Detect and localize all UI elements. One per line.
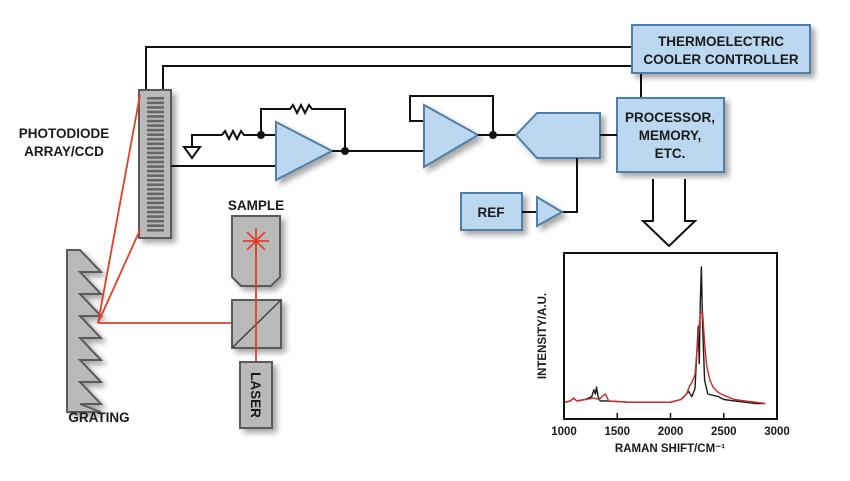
ccd-pixel	[147, 156, 164, 159]
chart-x-ticks	[616, 413, 725, 419]
ref-label: REF	[478, 205, 505, 220]
ccd-pixel	[147, 165, 164, 168]
processor-label-line1: PROCESSOR,	[625, 110, 715, 125]
reference-block: REF	[460, 192, 523, 231]
chart-frame	[563, 252, 778, 420]
ccd-pixel	[147, 197, 164, 200]
diffracted-beam-upper	[97, 94, 141, 324]
thermoelectric-cooler-controller-block: THERMOELECTRIC COOLER CONTROLLER	[631, 24, 811, 74]
ccd-pixel	[147, 206, 164, 209]
chart-x-tick-labels: 1000 1500 2000 2500 3000	[551, 426, 790, 438]
buffer-feedback-wire	[409, 95, 494, 135]
ground-symbol	[182, 134, 222, 160]
tec-label-line1: THERMOELECTRIC	[658, 34, 784, 49]
photodiode-label-line1: PHOTODIODE	[19, 126, 110, 141]
ccd-pixel	[147, 201, 164, 205]
diffraction-grating	[66, 249, 104, 413]
input-resistor	[221, 128, 276, 142]
control-wires	[145, 46, 642, 98]
buffer-amplifier	[423, 103, 481, 169]
tec-label-line2: COOLER CONTROLLER	[643, 52, 798, 67]
ccd-pixel	[147, 110, 164, 114]
ccd-pixel	[147, 183, 164, 187]
ccd-pixel	[147, 160, 164, 164]
adc-converter	[514, 112, 601, 159]
ccd-pixel	[147, 210, 164, 214]
laser-source: LASER	[239, 361, 273, 429]
ccd-pixel	[147, 151, 164, 155]
processor-memory-block: PROCESSOR, MEMORY, ETC.	[616, 97, 725, 173]
ccd-pixel	[147, 119, 164, 123]
x-tick-label: 3000	[764, 426, 790, 438]
chart-series	[564, 266, 766, 405]
ccd-pixel	[147, 133, 164, 136]
chart-y-axis-label: INTENSITY/A.U.	[537, 293, 549, 379]
feedback-resistor	[260, 102, 346, 151]
ccd-pixel	[147, 188, 164, 191]
processor-label-line3: ETC.	[655, 146, 686, 161]
x-tick-label: 1000	[551, 426, 577, 438]
reference-buffer-amplifier	[536, 195, 564, 228]
laser-beam-paths	[97, 94, 255, 324]
ccd-pixel	[147, 137, 164, 141]
x-tick-label: 2500	[711, 426, 737, 438]
wire-ccd-to-processor	[162, 65, 642, 98]
ccd-pixel	[147, 106, 164, 109]
ccd-pixel	[147, 224, 164, 227]
ccd-pixel	[147, 142, 164, 146]
ccd-pixel	[147, 147, 164, 150]
ccd-pixel	[147, 101, 164, 105]
raman-spectrum-chart: 1000 1500 2000 2500 3000 RAMAN SHIFT/CM⁻¹ IN…	[537, 252, 790, 455]
diffracted-beam-lower	[97, 229, 141, 324]
junction-node	[489, 131, 497, 139]
junction-node	[257, 131, 265, 139]
transimpedance-amplifier	[275, 120, 335, 182]
laser-label: LASER	[248, 372, 263, 418]
ccd-pixel	[147, 115, 164, 118]
ccd-pixel	[147, 215, 164, 218]
series-line-red	[564, 310, 766, 405]
ccd-pixel	[147, 169, 164, 173]
chart-x-axis-label: RAMAN SHIFT/CM⁻¹	[615, 443, 725, 455]
processor-label-line2: MEMORY,	[639, 128, 702, 143]
ccd-pixel	[147, 128, 164, 132]
photodiode-array-ccd	[138, 89, 172, 239]
wire-reference-to-adc	[562, 158, 578, 213]
ccd-pixel	[147, 124, 164, 127]
x-tick-label: 1500	[604, 426, 630, 438]
ccd-pixel	[147, 219, 164, 223]
ccd-pixel-strips	[147, 97, 164, 232]
ccd-pixel	[147, 97, 164, 100]
ccd-pixel	[147, 178, 164, 182]
ccd-pixel	[147, 174, 164, 177]
data-output-arrow	[640, 179, 698, 248]
photodiode-label-line2: ARRAY/CCD	[24, 144, 104, 159]
ccd-pixel	[147, 228, 164, 232]
grating-label: GRATING	[68, 410, 129, 425]
sample-label: SAMPLE	[228, 198, 284, 213]
ccd-pixel	[147, 192, 164, 196]
x-tick-label: 2000	[658, 426, 684, 438]
wire-ccd-to-tec	[145, 46, 632, 90]
